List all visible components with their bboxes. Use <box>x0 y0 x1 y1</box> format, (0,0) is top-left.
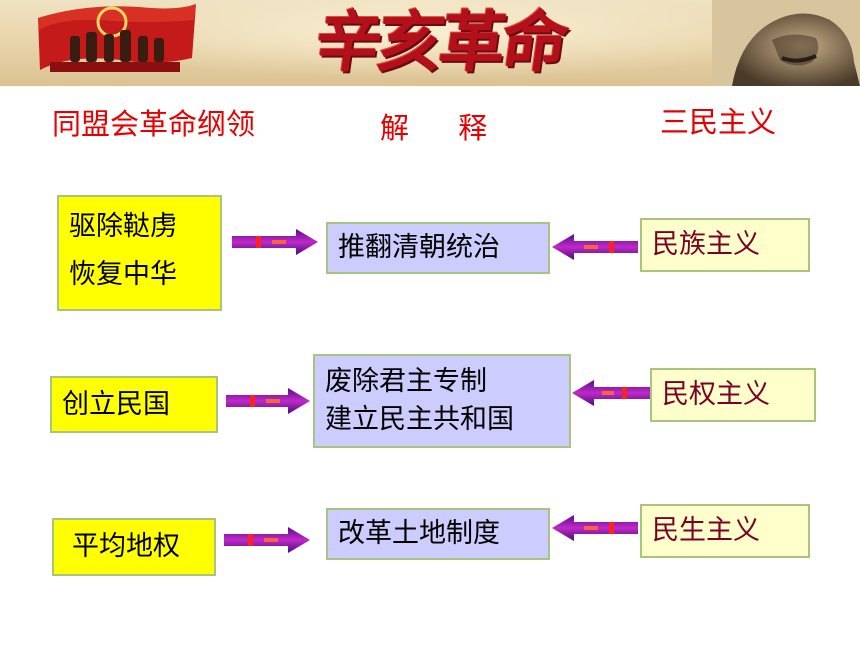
header-doctrine: 三民主义 <box>660 105 777 139</box>
doctrine-box-2: 民权主义 <box>650 368 816 422</box>
header-program: 同盟会革命纲领 <box>52 107 256 141</box>
arrow-right-icon <box>226 388 310 414</box>
statue-portrait-icon <box>712 0 860 86</box>
banner-title: 辛亥革命 <box>310 3 570 81</box>
explanation-line: 废除君主专制 <box>325 366 487 397</box>
explanation-line: 改革土地制度 <box>338 518 500 549</box>
arrow-right-icon <box>224 527 310 553</box>
revolutionary-flag-icon <box>38 4 196 72</box>
program-box-2: 创立民国 <box>50 376 218 433</box>
arrow-left-icon <box>572 380 650 406</box>
doctrine-label: 民权主义 <box>662 379 770 410</box>
program-line: 创立民国 <box>62 388 170 420</box>
doctrine-label: 民生主义 <box>652 515 760 546</box>
doctrine-box-3: 民生主义 <box>640 504 810 558</box>
arrow-left-icon <box>552 515 638 541</box>
program-line: 驱除鞑虏 <box>69 211 177 242</box>
program-line: 平均地权 <box>72 531 180 562</box>
explanation-box-1: 推翻清朝统治 <box>326 222 550 274</box>
explanation-box-3: 改革土地制度 <box>326 508 550 560</box>
header-explanation: 解 释 <box>380 111 488 145</box>
explanation-line: 推翻清朝统治 <box>338 232 500 263</box>
arrow-right-icon <box>232 229 318 255</box>
doctrine-label: 民族主义 <box>652 229 760 260</box>
explanation-line: 建立民主共和国 <box>325 404 514 435</box>
explanation-box-2: 废除君主专制 建立民主共和国 <box>313 354 571 448</box>
program-box-3: 平均地权 <box>52 518 216 576</box>
doctrine-box-1: 民族主义 <box>640 218 810 272</box>
program-line: 恢复中华 <box>69 259 177 290</box>
program-box-1: 驱除鞑虏 恢复中华 <box>57 195 222 311</box>
arrow-left-icon <box>552 234 638 260</box>
title-banner: 辛亥革命 <box>0 0 860 86</box>
